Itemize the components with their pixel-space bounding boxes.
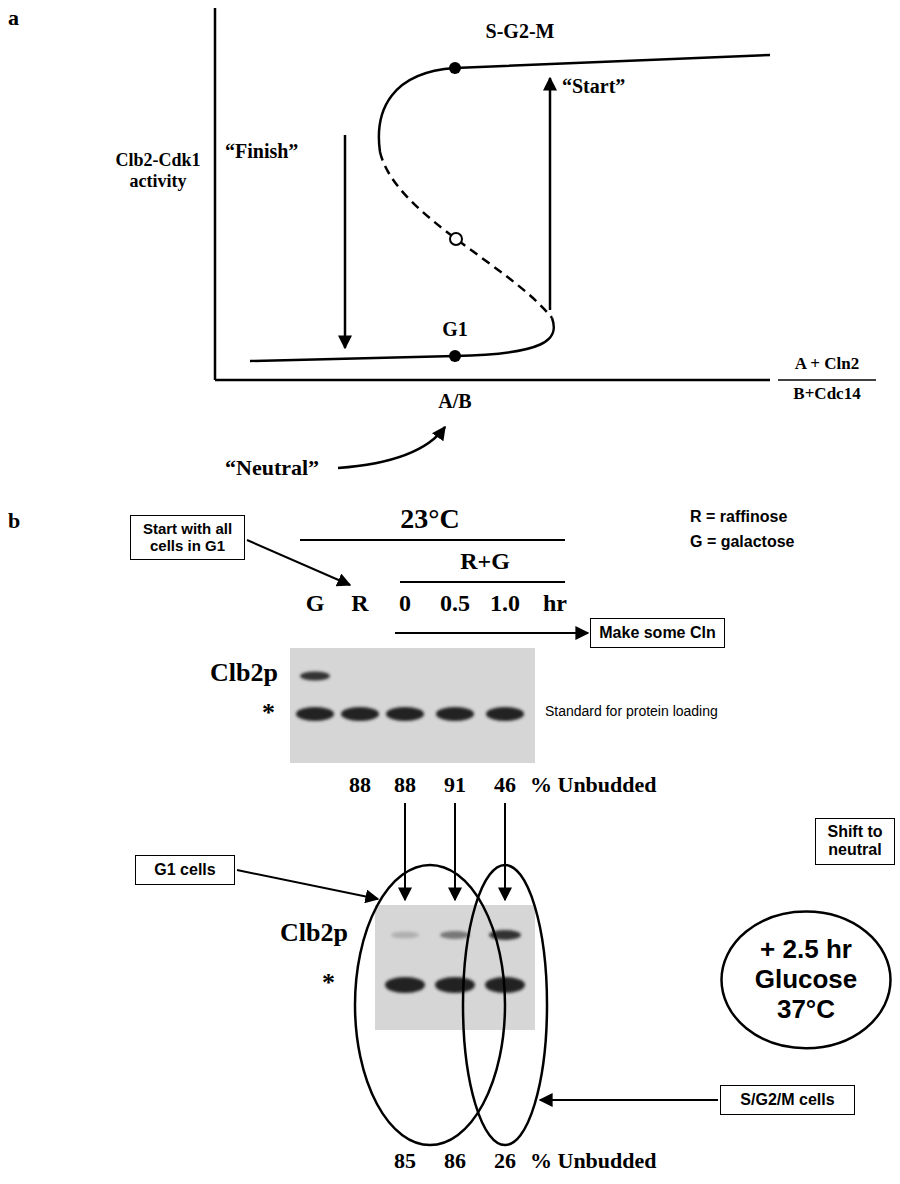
percent-value: 26 bbox=[494, 1148, 516, 1173]
percent-label: % Unbudded bbox=[530, 772, 657, 797]
temperature-label: 23°C bbox=[400, 503, 459, 535]
medium-key: G = galactose bbox=[690, 533, 795, 551]
blot-band bbox=[440, 931, 470, 939]
lane-label: G bbox=[306, 590, 325, 618]
percent-value: 88 bbox=[394, 772, 416, 797]
western-blot bbox=[375, 905, 535, 1030]
annotation-box: Make some Cln bbox=[590, 618, 725, 648]
percent-value: 86 bbox=[444, 1148, 466, 1173]
annotation-box: Start with all cells in G1 bbox=[130, 515, 245, 560]
axis-value: A/B bbox=[438, 390, 471, 413]
upper-branch bbox=[379, 55, 770, 152]
percent-value: 91 bbox=[444, 772, 466, 797]
transfer-arrow bbox=[454, 803, 456, 900]
lane-label: 0 bbox=[399, 590, 411, 618]
node-text: Start with all cells in G1 bbox=[136, 520, 239, 555]
stable-point bbox=[449, 62, 461, 74]
blot-band bbox=[296, 707, 334, 721]
lane-label: R bbox=[351, 590, 368, 618]
transition-label: “Finish” bbox=[225, 140, 298, 163]
annotation-box: S/G2/M cells bbox=[720, 1085, 855, 1115]
medium-key: R = raffinose bbox=[690, 508, 787, 526]
unit-label: hr bbox=[543, 590, 567, 618]
blot-band bbox=[385, 977, 425, 993]
state-label: S-G2-M bbox=[486, 20, 555, 43]
oval-shape bbox=[722, 912, 891, 1049]
unstable-point bbox=[450, 233, 462, 245]
time-arrow bbox=[395, 632, 588, 634]
state-label: G1 bbox=[442, 318, 468, 341]
lane-label: 1.0 bbox=[490, 590, 520, 618]
finish-arrow bbox=[344, 135, 347, 348]
condition-oval: + 2.5 hr Glucose 37°C bbox=[720, 910, 892, 1050]
protein-label: Clb2p bbox=[280, 918, 348, 948]
stable-point bbox=[449, 350, 461, 362]
marker-symbol: * bbox=[262, 698, 275, 728]
header-rule bbox=[300, 539, 565, 541]
lane-label: 0.5 bbox=[440, 590, 470, 618]
axis-title: Clb2-Cdk1 activity bbox=[108, 150, 208, 191]
pointer-arrow bbox=[237, 870, 378, 899]
percent-value: 88 bbox=[349, 772, 371, 797]
note-text: Standard for protein loading bbox=[545, 703, 718, 719]
blot-band bbox=[300, 672, 330, 681]
blot-band bbox=[436, 707, 474, 721]
blot-band bbox=[341, 707, 379, 721]
pointer-arrow bbox=[247, 540, 350, 585]
marker-symbol: * bbox=[322, 968, 335, 998]
percent-value: 46 bbox=[494, 772, 516, 797]
western-blot bbox=[290, 648, 535, 763]
blot-band bbox=[391, 932, 419, 939]
y-axis bbox=[214, 8, 217, 380]
percent-value: 85 bbox=[394, 1148, 416, 1173]
node-text: G1 cells bbox=[142, 861, 228, 879]
fraction-bar bbox=[778, 379, 876, 381]
pointer-arrow bbox=[540, 1099, 718, 1101]
panel-letter: b bbox=[8, 508, 20, 533]
node-text: Make some Cln bbox=[597, 624, 718, 642]
lower-branch bbox=[250, 318, 554, 361]
node-text: Shift to neutral bbox=[821, 823, 889, 860]
medium-label: R+G bbox=[460, 548, 510, 576]
panel-letter: a bbox=[8, 5, 19, 30]
axis-numerator: A + Cln2 bbox=[795, 354, 859, 374]
x-axis bbox=[215, 379, 770, 382]
percent-label: % Unbudded bbox=[530, 1148, 657, 1173]
transition-label: “Start” bbox=[562, 75, 625, 98]
lane-group-outline bbox=[355, 865, 505, 1145]
transfer-arrow bbox=[504, 803, 506, 900]
unstable-branch bbox=[380, 152, 552, 318]
neutral-arrow bbox=[338, 427, 445, 468]
annotation-box: G1 cells bbox=[135, 855, 235, 885]
blot-band bbox=[386, 707, 424, 721]
header-rule bbox=[400, 581, 565, 583]
axis-denominator: B+Cdc14 bbox=[793, 384, 860, 404]
protein-label: Clb2p bbox=[210, 658, 278, 688]
blot-band bbox=[486, 707, 524, 721]
transition-label: “Neutral” bbox=[225, 455, 319, 480]
annotation-box: Shift to neutral bbox=[815, 818, 895, 865]
lane-group-outline bbox=[463, 865, 547, 1145]
node-text: S/G2/M cells bbox=[727, 1091, 848, 1109]
blot-band bbox=[435, 977, 475, 993]
node-text: + 2.5 hr Glucose 37°C bbox=[747, 935, 865, 1025]
start-arrow bbox=[549, 78, 552, 310]
transfer-arrow bbox=[404, 803, 406, 900]
